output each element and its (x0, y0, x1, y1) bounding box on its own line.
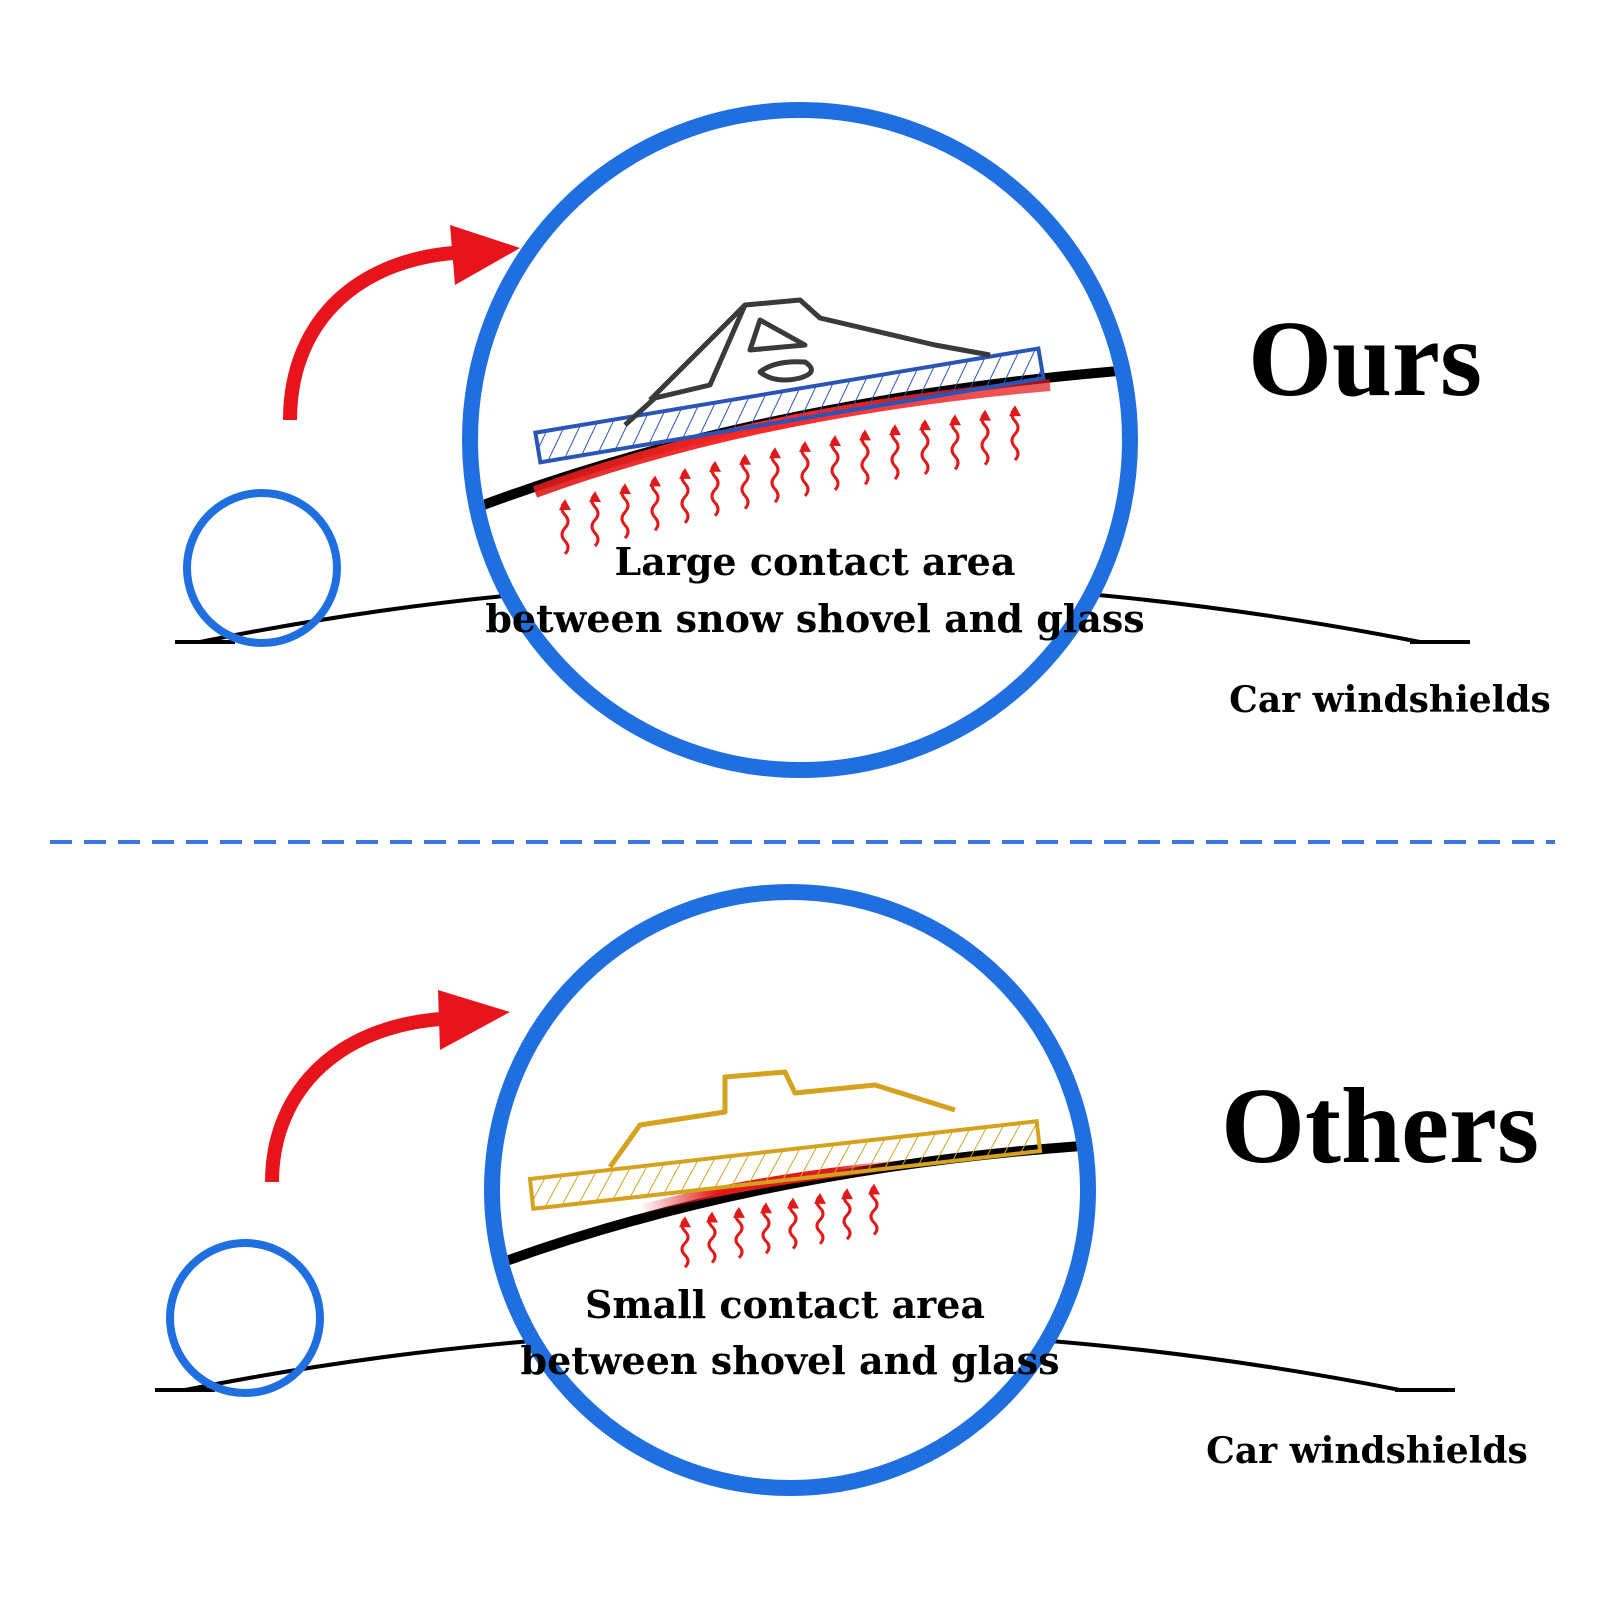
heat-arrow (868, 1183, 880, 1236)
large-magnifier-circle (484, 884, 1096, 1496)
heat-arrow (829, 435, 841, 492)
heat-arrow (859, 429, 871, 486)
heat-arrow (589, 490, 601, 547)
heat-arrow (769, 447, 781, 504)
others-blade (527, 1119, 1043, 1211)
heat-arrow (841, 1188, 853, 1241)
heat-arrow (889, 424, 901, 481)
heat-arrow (649, 475, 661, 532)
top-title: Ours (1248, 300, 1482, 419)
bottom-caption-line2: between shovel and glass (521, 1338, 1060, 1383)
heat-arrow (739, 453, 751, 510)
heat-arrow (559, 498, 571, 555)
heat-arrow (733, 1206, 745, 1259)
small-magnifier-circle (183, 489, 341, 647)
bottom-caption-line1: Small contact area (585, 1282, 985, 1327)
heat-arrow (760, 1202, 772, 1255)
ours-blade (533, 346, 1046, 465)
heat-arrow (1009, 405, 1021, 462)
curved-arrow-icon (283, 225, 520, 421)
top-panel: Large contact area between snow shovel a… (175, 102, 1551, 778)
bottom-title: Others (1221, 1067, 1539, 1186)
bottom-ground-label: Car windshields (1206, 1430, 1528, 1472)
heat-arrow (979, 409, 991, 466)
small-magnifier-circle (166, 1239, 324, 1397)
heat-wave-arrows (559, 405, 1021, 555)
top-caption-line1: Large contact area (615, 539, 1016, 584)
heat-arrow (706, 1211, 718, 1264)
heat-arrow (799, 440, 811, 497)
curved-arrow-icon (265, 990, 510, 1183)
heat-arrow (709, 460, 721, 517)
large-magnifier-circle (462, 102, 1138, 778)
heat-arrow (787, 1197, 799, 1250)
heat-arrow (619, 483, 631, 540)
ours-shovel-body (623, 297, 991, 427)
top-ground-label: Car windshields (1229, 679, 1551, 721)
bottom-panel: Small contact area between shovel and gl… (155, 884, 1539, 1496)
heat-arrow (919, 419, 931, 476)
heat-arrow (814, 1192, 826, 1245)
heat-wave-arrows (679, 1183, 880, 1269)
heat-arrow (949, 414, 961, 471)
heat-arrow (679, 1216, 691, 1269)
top-caption-line2: between snow shovel and glass (485, 596, 1144, 641)
others-shovel-body (607, 1069, 956, 1169)
heat-arrow (679, 467, 691, 524)
